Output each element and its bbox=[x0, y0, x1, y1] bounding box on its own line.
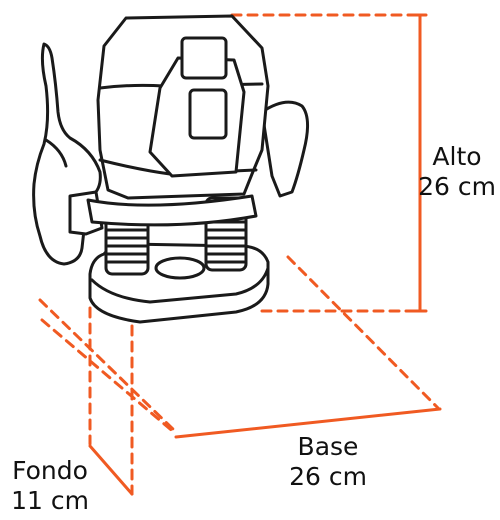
router-base-hole bbox=[154, 256, 206, 280]
alto-value: 26 cm bbox=[418, 172, 496, 201]
router-left-handle-grip bbox=[44, 138, 68, 168]
router-right-handle bbox=[260, 100, 309, 198]
base-dimension-label: Base 26 cm bbox=[268, 432, 388, 492]
base-label: Base bbox=[297, 432, 359, 461]
alto-label: Alto bbox=[432, 142, 482, 171]
base-left-guide bbox=[38, 298, 178, 434]
fondo-dimension-label: Fondo 11 cm bbox=[0, 456, 100, 516]
base-front-guide bbox=[40, 318, 178, 436]
dimension-guides bbox=[38, 13, 442, 496]
alto-dimension-label: Alto 26 cm bbox=[414, 142, 500, 202]
base-value: 26 cm bbox=[289, 462, 367, 491]
router-switch-top bbox=[180, 36, 228, 80]
router-collar bbox=[86, 194, 258, 227]
router-tool-icon bbox=[32, 14, 309, 324]
fondo-label: Fondo bbox=[12, 456, 88, 485]
base-back-guide bbox=[286, 255, 440, 410]
fondo-value: 11 cm bbox=[11, 486, 89, 515]
router-switch bbox=[188, 88, 228, 140]
fondo-measure-line bbox=[88, 444, 134, 496]
router-base-top-edge bbox=[90, 266, 270, 304]
base-measure-line bbox=[174, 407, 442, 439]
